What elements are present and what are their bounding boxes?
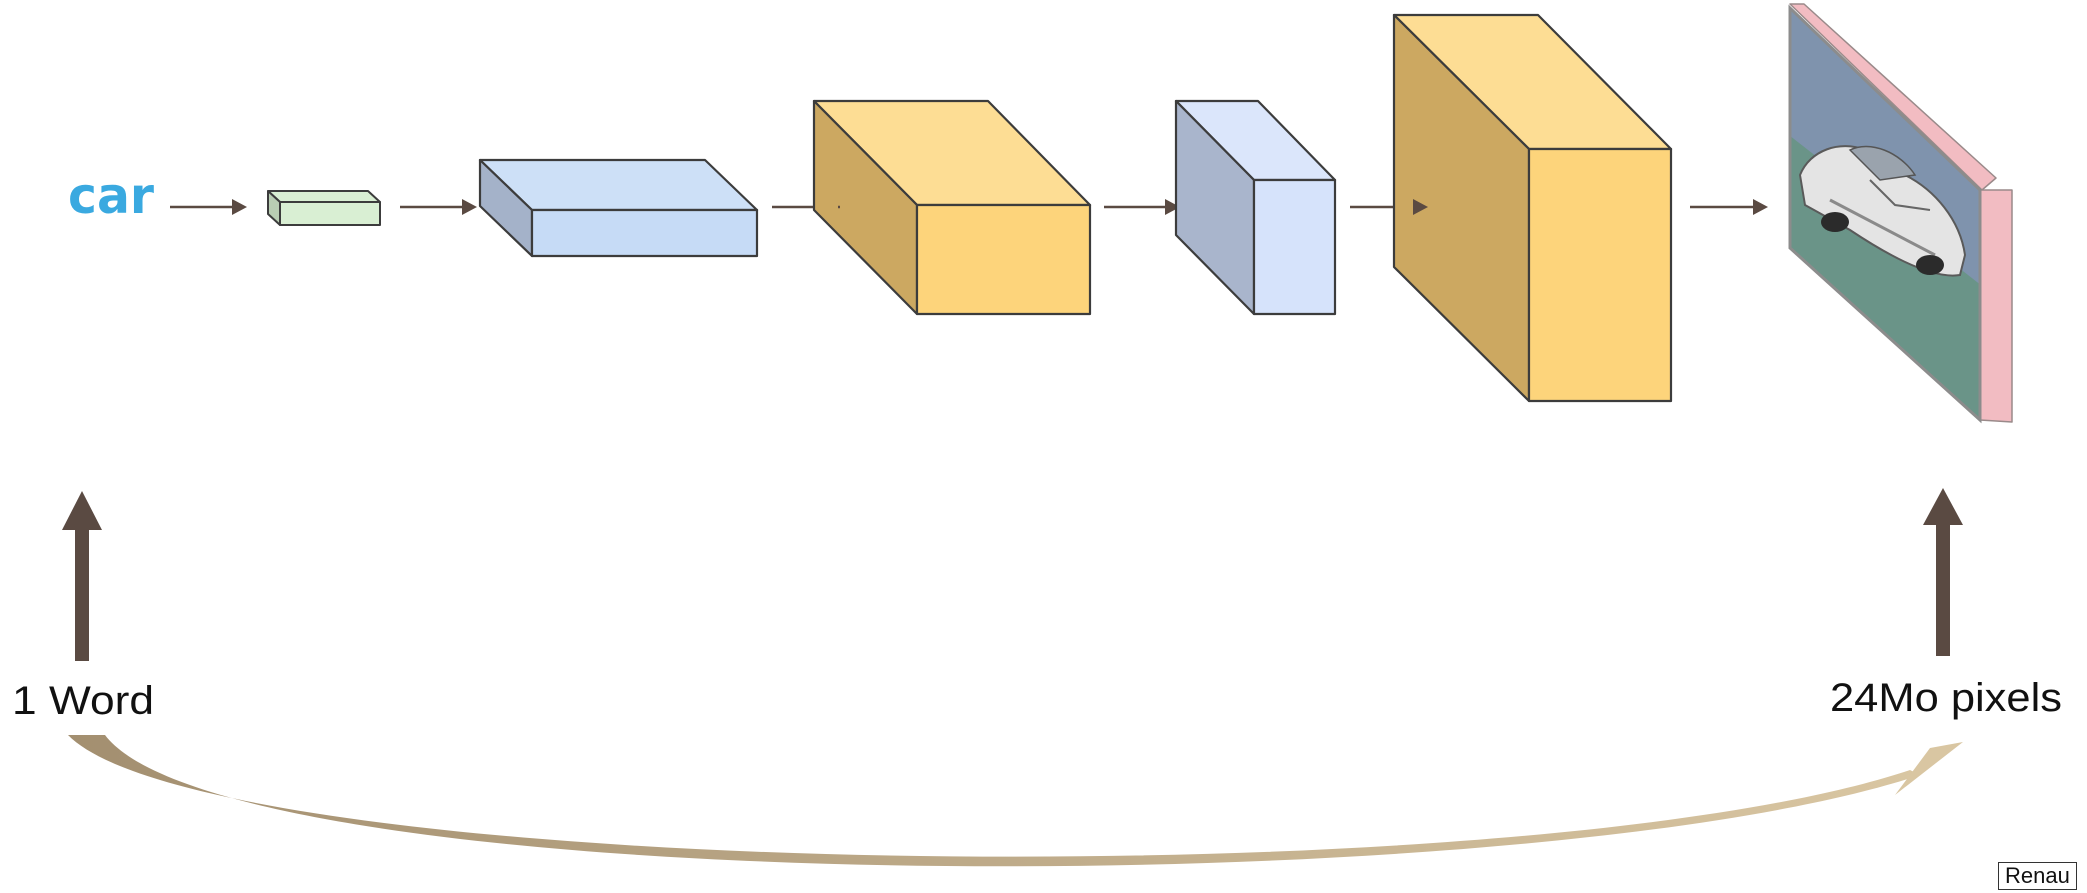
arrow-head: [462, 199, 477, 215]
conv-block-3: [1174, 99, 1337, 316]
curve-head: [1895, 742, 1963, 795]
car-image-icon: [1788, 3, 2013, 424]
conv-block-1: [478, 158, 759, 258]
block-front: [279, 201, 381, 226]
image-frame-top: [1789, 3, 1997, 191]
block-front: [530, 208, 759, 258]
curve-body: [68, 735, 1920, 867]
car-silhouette: [1798, 145, 1967, 277]
curved-arrow: [68, 735, 1963, 867]
credit-label: Renau: [1998, 862, 2077, 890]
right-label: 24Mo pixels: [1830, 676, 2062, 720]
arrow-head: [1753, 199, 1768, 215]
block-front: [1252, 178, 1337, 316]
left-label: 1 Word: [12, 679, 154, 723]
right-up-arrow: [1923, 488, 1963, 656]
arrow-head: [232, 199, 247, 215]
image-frame-side: [1979, 189, 2013, 423]
block-front: [915, 203, 1092, 316]
left-up-arrow: [62, 491, 102, 661]
arrow-head: [1165, 199, 1180, 215]
embedding-block: [267, 190, 381, 226]
arrow-head: [1413, 199, 1428, 215]
block-top: [267, 190, 381, 203]
block-front: [1527, 147, 1673, 403]
conv-block-2: [812, 99, 1092, 316]
image-outline: [1788, 4, 1982, 424]
input-word: car: [68, 167, 154, 225]
conv-block-4: [1392, 13, 1673, 403]
